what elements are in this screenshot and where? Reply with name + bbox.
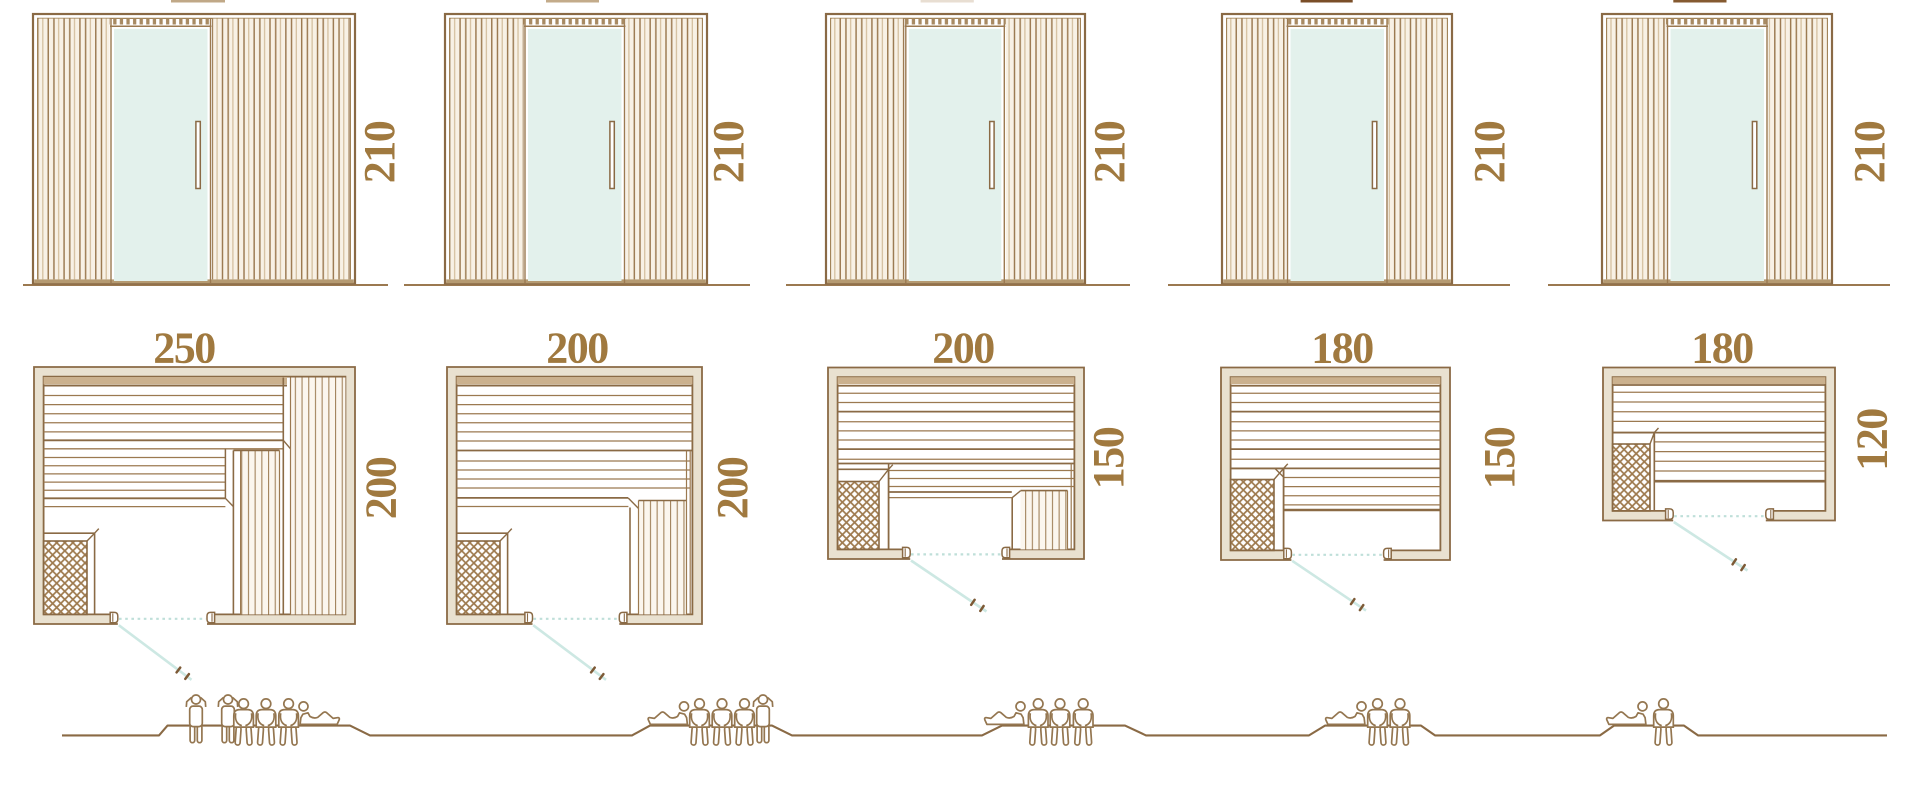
svg-text:210: 210 [1465,121,1514,183]
svg-text:250: 250 [153,324,215,373]
svg-text:120: 120 [1848,409,1897,471]
svg-text:150: 150 [1475,427,1524,489]
svg-text:210: 210 [1085,121,1134,183]
svg-text:210: 210 [355,121,404,183]
svg-text:180: 180 [1311,324,1373,373]
svg-text:200: 200 [932,324,994,373]
svg-text:200: 200 [546,324,608,373]
svg-text:210: 210 [1845,121,1894,183]
svg-text:180: 180 [1691,324,1753,373]
svg-text:200: 200 [357,457,406,519]
svg-text:200: 200 [708,457,757,519]
svg-text:210: 210 [704,121,753,183]
svg-text:150: 150 [1084,427,1133,489]
